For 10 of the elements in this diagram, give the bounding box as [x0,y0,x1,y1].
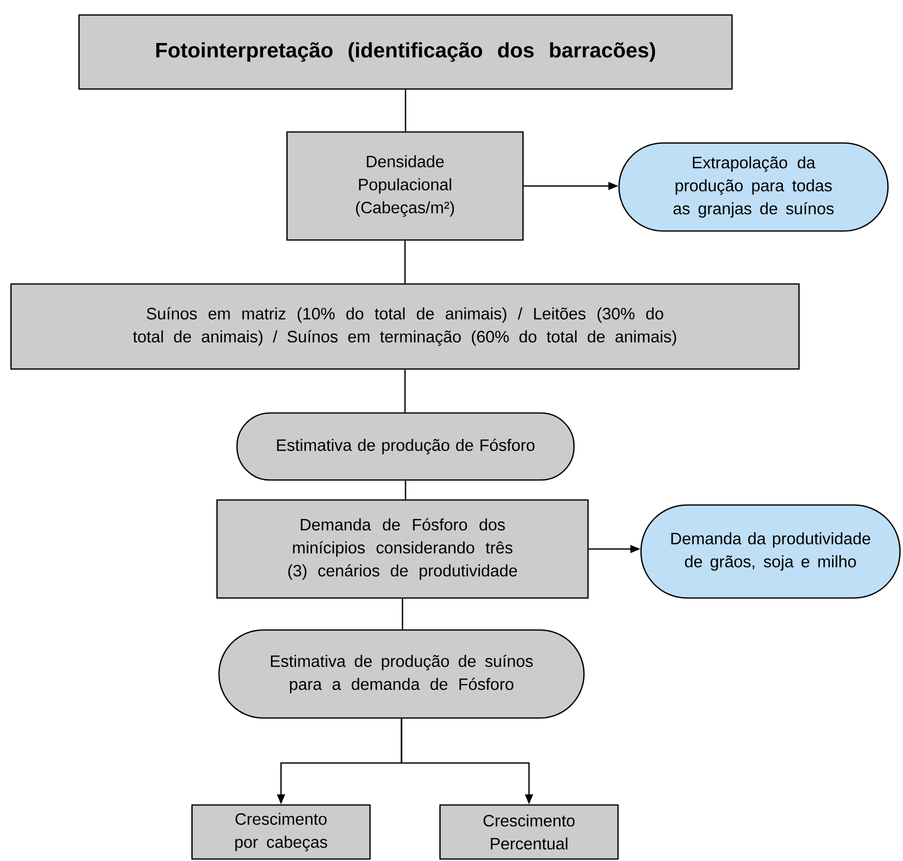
process-box: Fotointerpretação (identificação dos barracões) [78,14,733,90]
rounded-terminal: Extrapolação da produção para todas as granjas de suínos [618,142,889,232]
process-box: Suínos em matriz (10% do total de animais) / Leitões (30% do total de animais) / Suínos em terminação (60% do total de animais) [10,283,800,370]
process-box: Crescimento por cabeças [191,804,371,860]
rounded-terminal: Estimativa de produção de suínos para a demanda de Fósforo [218,629,585,719]
process-box: Demanda de Fósforo dos minícipios considerando três (3) cenários de produtividade [216,499,589,599]
process-box: Densidade Populacional (Cabeças/m²) [286,131,524,241]
rounded-terminal: Estimativa de produção de Fósforo [236,412,575,481]
rounded-terminal: Demanda da produtividade de grãos, soja e milho [640,504,901,599]
process-box: Crescimento Percentual [439,804,619,860]
